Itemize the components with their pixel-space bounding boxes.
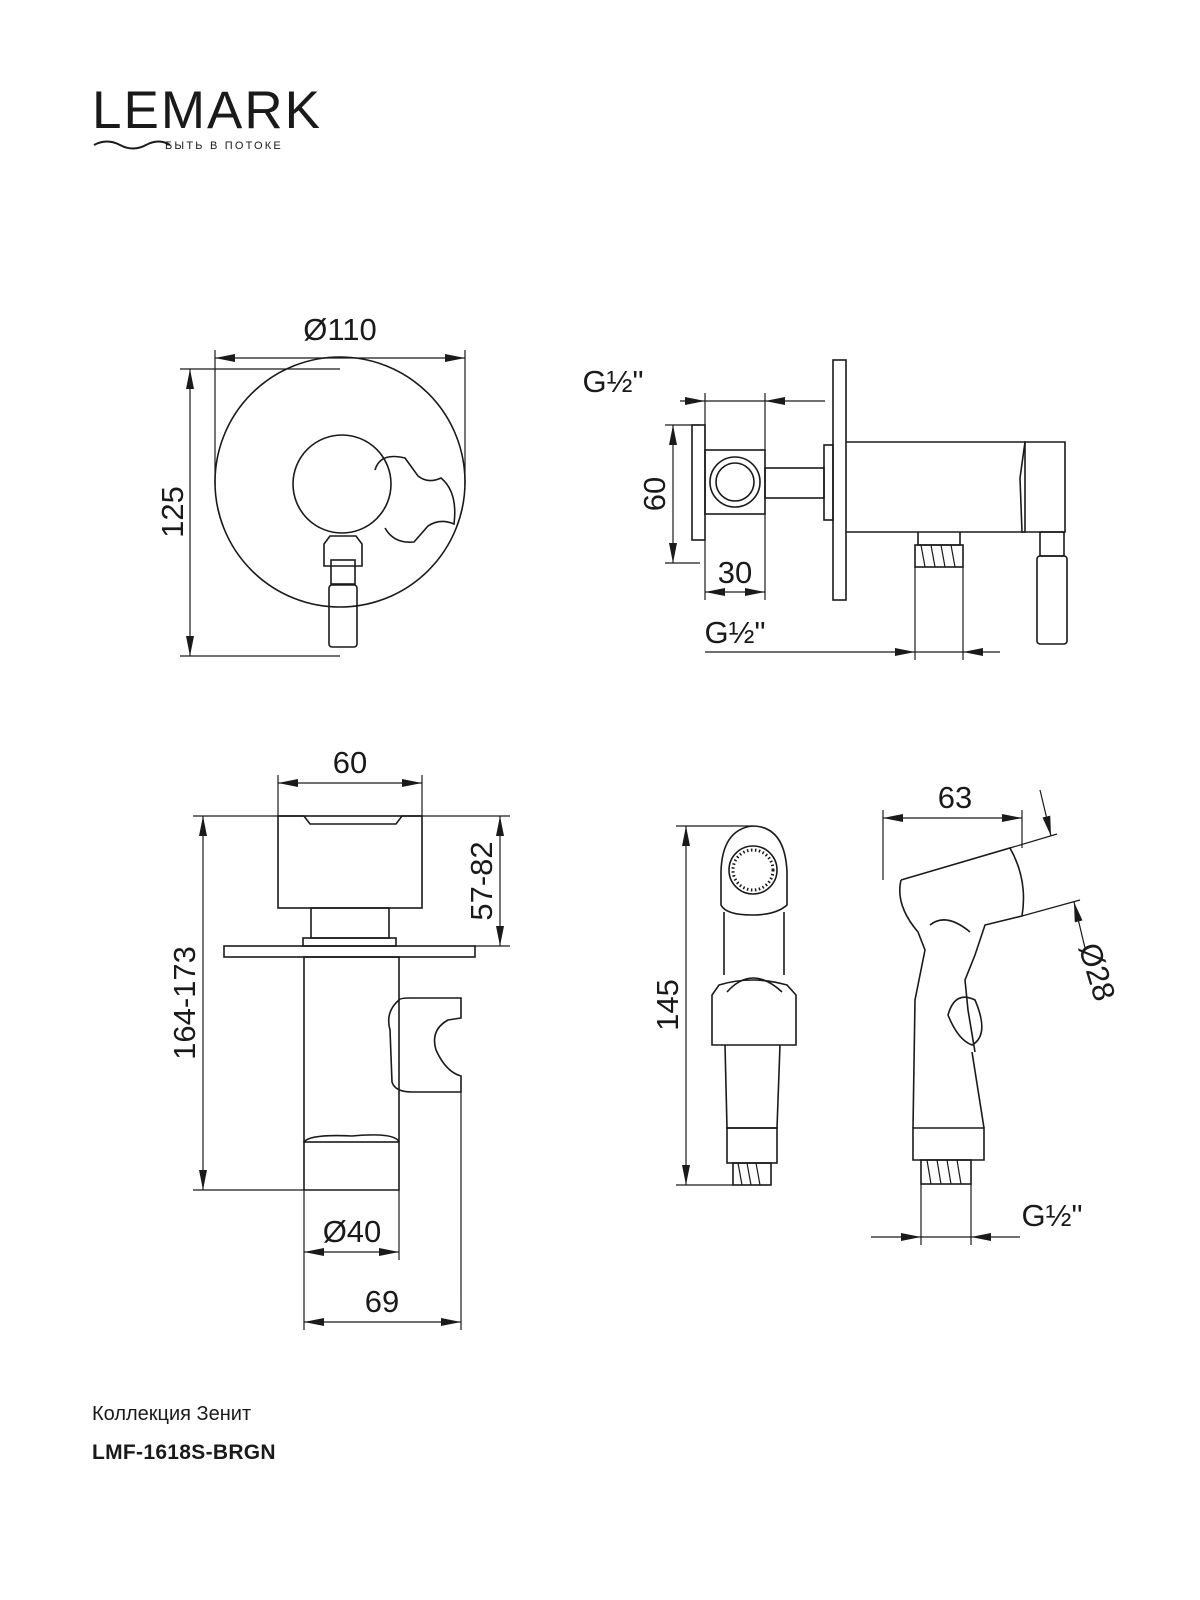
dim-top-range: 57-82 xyxy=(464,841,499,920)
outlet-thread xyxy=(914,544,964,568)
side-view xyxy=(691,359,1068,645)
model-number: LMF-1618S-BRGN xyxy=(92,1441,276,1464)
dim-side-depth: 30 xyxy=(718,555,752,590)
valve-handle xyxy=(292,434,392,534)
thread-side xyxy=(920,1159,972,1185)
spray-body-side xyxy=(900,847,1025,1053)
dim-top-width: 60 xyxy=(333,745,367,780)
dim-shower-height: 145 xyxy=(650,979,685,1031)
spindle xyxy=(764,467,825,499)
grip-front xyxy=(724,1044,781,1129)
collection-name: Коллекция Зенит xyxy=(92,1403,252,1425)
trigger-side xyxy=(947,996,983,1046)
holder-body xyxy=(303,956,400,1143)
brand-logo: LEMARK БЫТЬ В ПОТОКЕ xyxy=(92,81,322,152)
hose-holder xyxy=(387,997,462,1093)
dim-front-diameter: Ø110 xyxy=(303,312,377,347)
wave-mark xyxy=(93,140,171,150)
dim-shower-width: 63 xyxy=(938,780,972,815)
cover-plate xyxy=(214,356,466,608)
wall-nut xyxy=(303,1134,400,1191)
brand-name: LEMARK xyxy=(92,81,322,140)
dim-side-height: 60 xyxy=(637,477,672,511)
dim-holder-width: 69 xyxy=(365,1284,399,1319)
handle-stem xyxy=(323,535,363,567)
shower-front-view xyxy=(711,825,797,1186)
thread-front xyxy=(732,1162,772,1186)
holder-front xyxy=(374,455,456,544)
front-view xyxy=(214,356,466,648)
handle-cap xyxy=(277,815,423,909)
dim-shower-diameter: Ø28 xyxy=(1072,939,1123,1005)
dim-front-height: 125 xyxy=(155,486,190,538)
wall-plate-side xyxy=(832,359,847,601)
body-side xyxy=(846,441,1026,533)
spray-head xyxy=(720,825,788,916)
dim-shower-thread: G½" xyxy=(1022,1198,1083,1233)
dim-holder-diameter: Ø40 xyxy=(323,1214,382,1249)
lever xyxy=(328,584,358,648)
holder-view xyxy=(223,815,476,1191)
lever-side xyxy=(1036,555,1068,645)
brand-tagline: БЫТЬ В ПОТОКЕ xyxy=(165,140,283,152)
dim-total-height: 164-173 xyxy=(167,946,202,1060)
wall-plate-top xyxy=(223,945,476,958)
shower-side-view xyxy=(899,847,1025,1185)
dim-side-thread-bottom: G½" xyxy=(705,615,766,650)
valve-body-side xyxy=(704,449,766,515)
dim-side-thread-top: G½" xyxy=(583,364,644,399)
trigger-front xyxy=(711,979,797,1046)
